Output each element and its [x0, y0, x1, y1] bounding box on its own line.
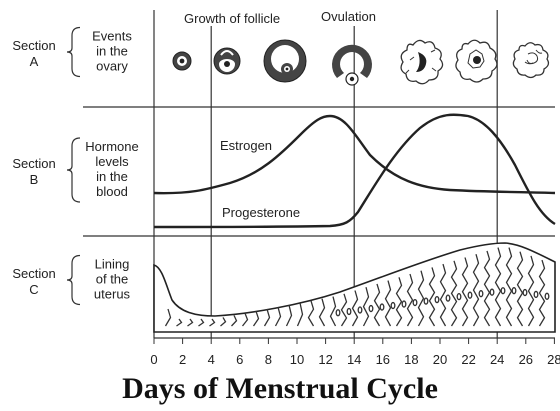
- growing-follicle-icon: [214, 48, 240, 74]
- brace-icon: [67, 28, 80, 77]
- corpus-luteum-icon: [456, 40, 497, 82]
- tick-label-4: 4: [208, 352, 215, 367]
- primary-follicle-icon: [173, 52, 191, 70]
- growth-of-follicle-label: Growth of follicle: [184, 11, 280, 26]
- tick-label-6: 6: [236, 352, 243, 367]
- ovary-events: [173, 40, 548, 85]
- tick-label-14: 14: [347, 352, 361, 367]
- corpus-luteum-forming-icon: [401, 40, 442, 83]
- tick-label-18: 18: [404, 352, 418, 367]
- tick-label-28: 28: [547, 352, 560, 367]
- progesterone-label: Progesterone: [222, 205, 300, 220]
- tick-label-12: 12: [318, 352, 332, 367]
- tick-label-16: 16: [376, 352, 390, 367]
- mature-follicle-icon: [264, 40, 306, 82]
- ovulation-label: Ovulation: [321, 9, 376, 24]
- tick-label-26: 26: [519, 352, 533, 367]
- tick-label-24: 24: [490, 352, 504, 367]
- corpus-albicans-icon: [513, 43, 548, 78]
- tick-label-0: 0: [150, 352, 157, 367]
- tick-label-8: 8: [265, 352, 272, 367]
- tick-label-2: 2: [179, 352, 186, 367]
- tick-label-20: 20: [433, 352, 447, 367]
- ovulation-icon: [332, 45, 372, 85]
- brace-icon: [67, 256, 80, 305]
- estrogen-label: Estrogen: [220, 138, 272, 153]
- brace-icon: [67, 138, 80, 202]
- tick-label-10: 10: [290, 352, 304, 367]
- tick-label-22: 22: [461, 352, 475, 367]
- x-axis-title: Days of Menstrual Cycle: [122, 372, 438, 405]
